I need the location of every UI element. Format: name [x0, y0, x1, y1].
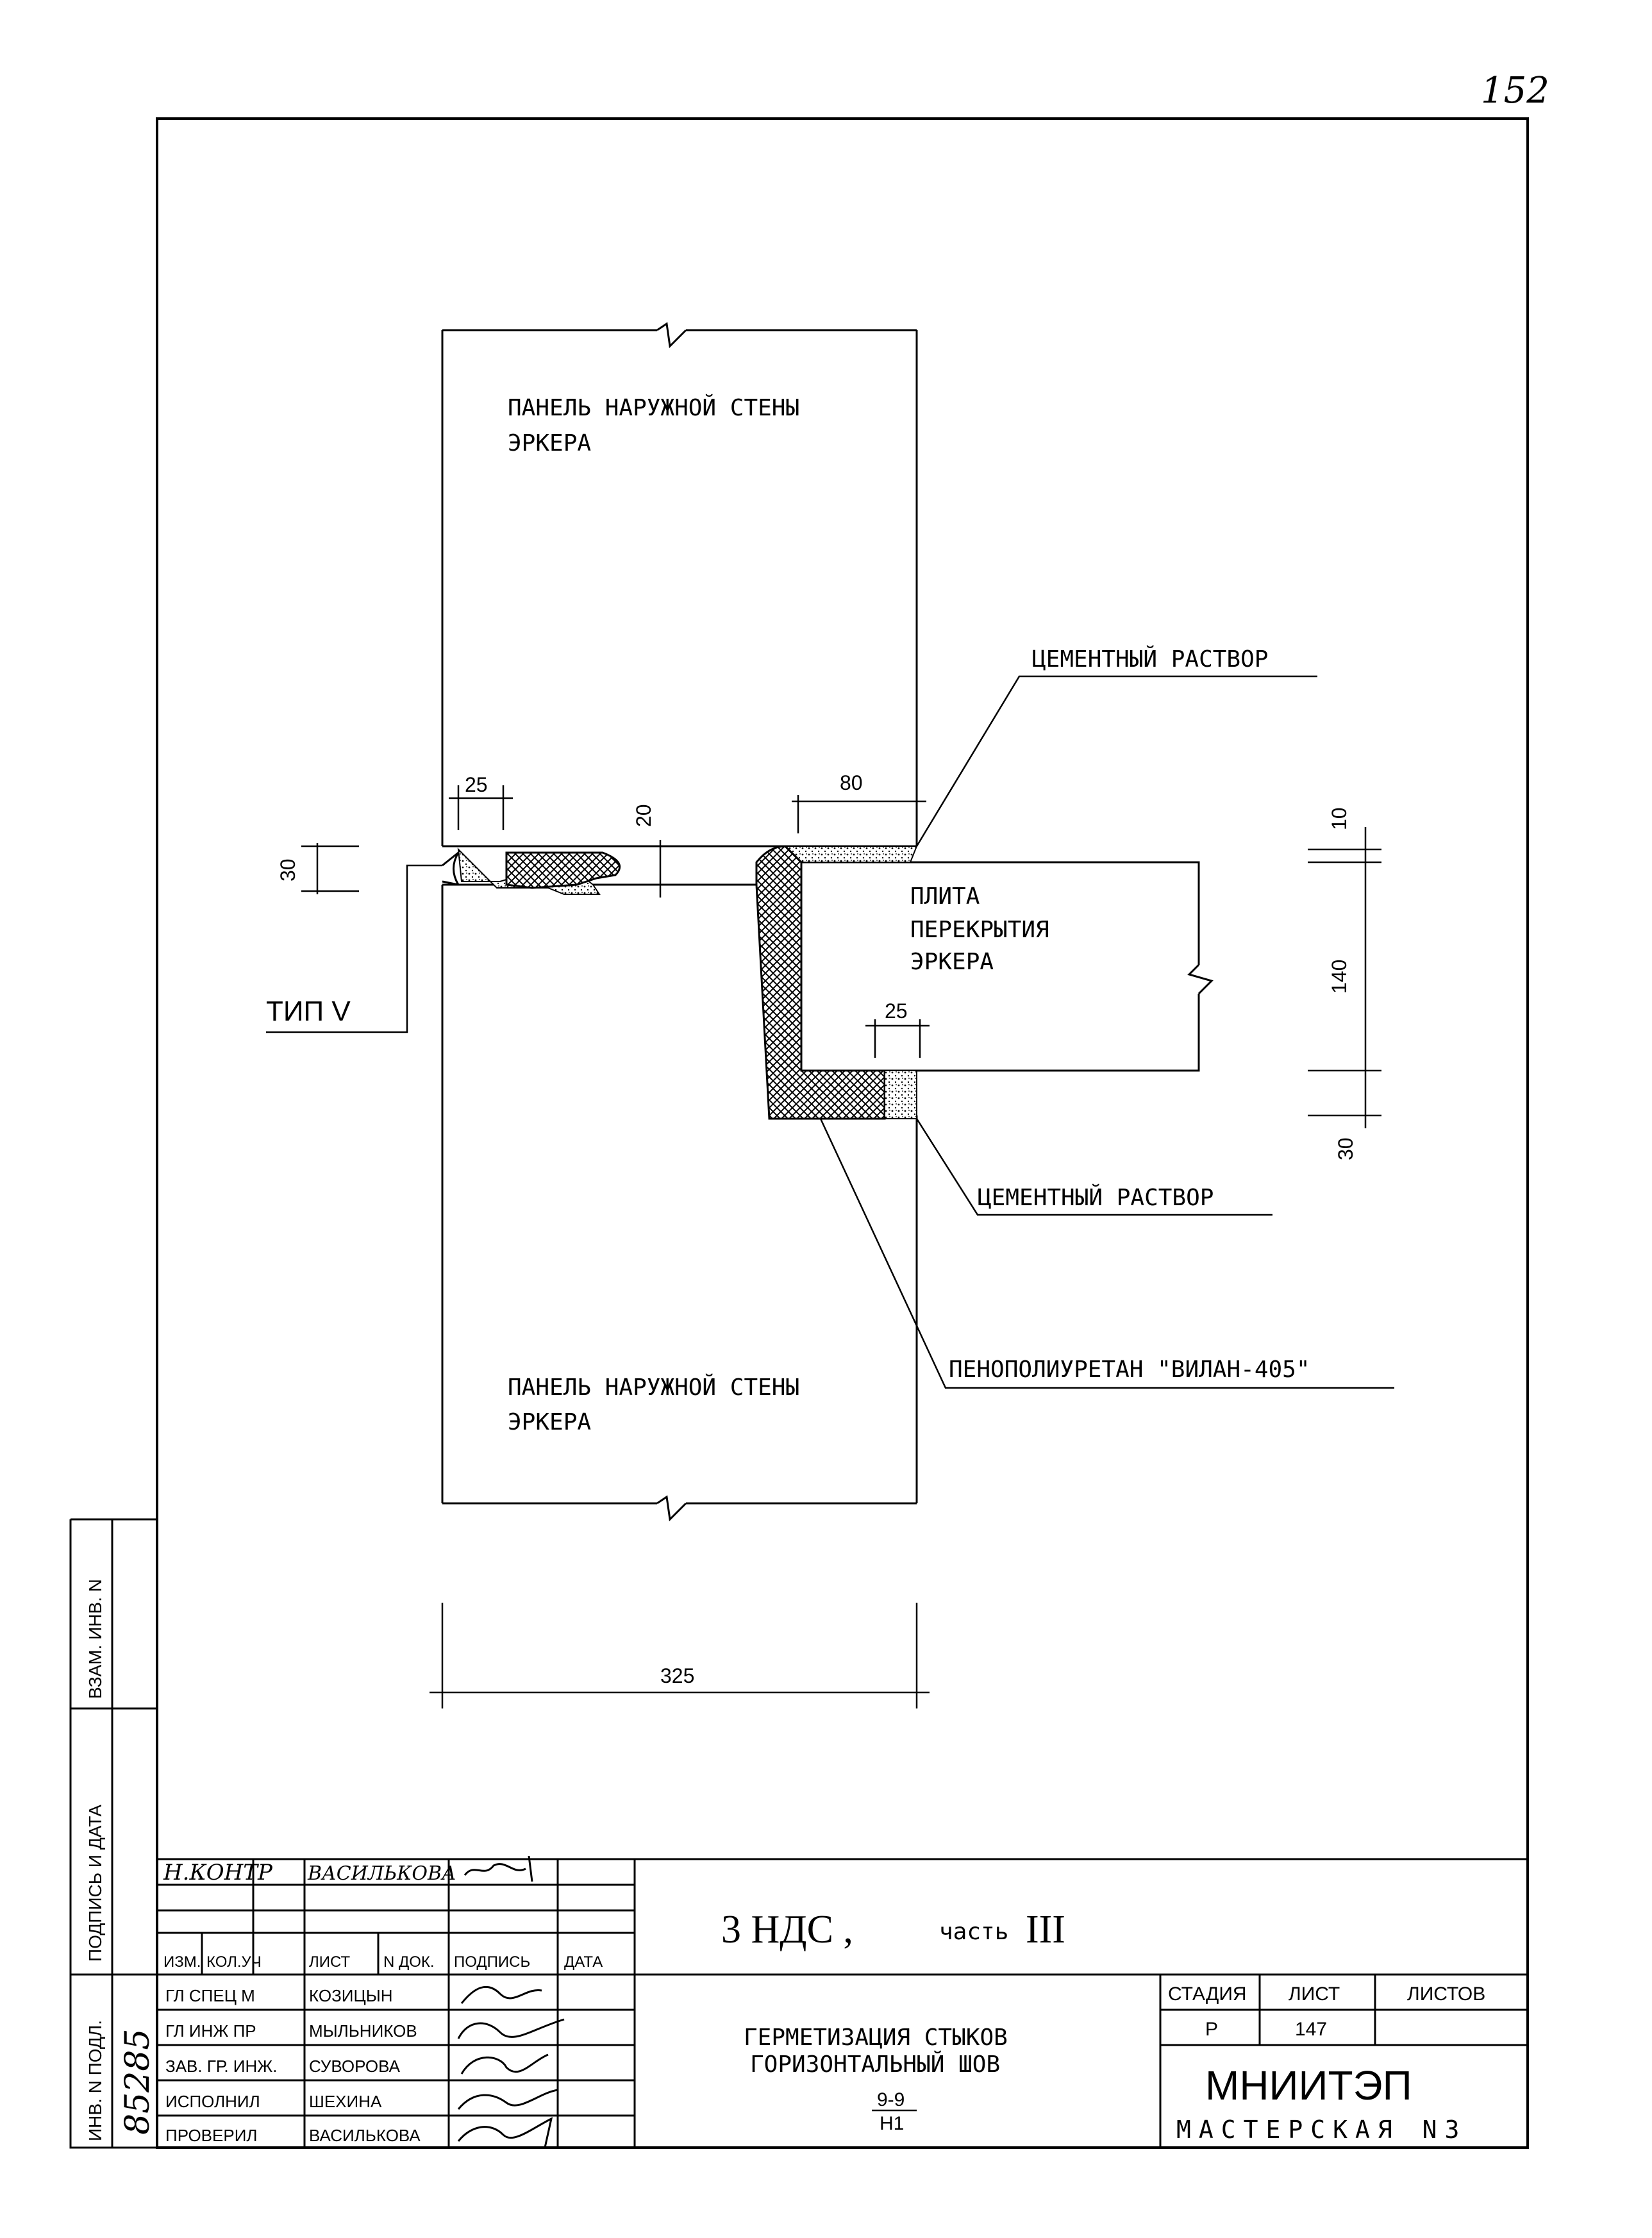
header-n-dok: N ДОК.	[383, 1953, 435, 1971]
panel-top-label-2: ЭРКЕРА	[508, 430, 591, 456]
callout-cement-bottom: ЦЕМЕНТНЫЙ РАСТВОР	[978, 1184, 1214, 1211]
callout-foam: ПЕНОПОЛИУРЕТАН "ВИЛАН-405"	[949, 1357, 1310, 1383]
row-role-4: ИСПОЛНИЛ	[165, 2092, 260, 2111]
leader-lines	[266, 675, 1394, 1389]
break-mark-top	[656, 322, 687, 349]
signatures	[457, 1855, 565, 2148]
dim-80: 80	[840, 771, 863, 794]
n-kontr-role: Н.КОНТР	[163, 1860, 273, 1885]
callout-type: ТИП V	[266, 996, 351, 1027]
side-vzam-inv: ВЗАМ. ИНВ. N	[85, 1579, 105, 1699]
leader-foam	[819, 1118, 1394, 1389]
sheet-value: 147	[1295, 2019, 1327, 2040]
side-inv-number: 85285	[119, 2029, 157, 2135]
leader-cement-top	[915, 675, 1317, 847]
side-stamp	[69, 1518, 157, 2149]
bottom-wall-panel	[441, 885, 918, 1505]
joint-drawing	[441, 322, 1214, 1522]
section-mark-top: 9-9	[877, 2089, 905, 2110]
row-name-5: ВАСИЛЬКОВА	[309, 2126, 421, 2145]
side-inv-podl: ИНВ. N ПОДЛ.	[85, 2020, 105, 2141]
row-name-2: МЫЛЬНИКОВ	[309, 2021, 417, 2041]
break-mark-slab	[1187, 964, 1214, 995]
panel-bottom-label-2: ЭРКЕРА	[508, 1409, 591, 1435]
header-list: ЛИСТ	[309, 1953, 351, 1971]
panel-top-label-1: ПАНЕЛЬ НАРУЖНОЙ СТЕНЫ	[508, 394, 799, 421]
drawing-title-2: ГОРИЗОНТАЛЬНЫЙ ШОВ	[750, 2051, 1000, 2078]
dim-325: 325	[660, 1664, 694, 1687]
sheets-label: ЛИСТОВ	[1407, 1983, 1485, 2005]
row-role-5: ПРОВЕРИЛ	[165, 2126, 257, 2145]
row-name-1: КОЗИЦЫН	[309, 1986, 393, 2005]
dim-20: 20	[632, 804, 655, 827]
header-podpis: ПОДПИСЬ	[454, 1953, 530, 1971]
stage-value: Р	[1205, 2019, 1218, 2040]
page-number: 152	[1481, 70, 1549, 112]
callout-cement-top: ЦЕМЕНТНЫЙ РАСТВОР	[1032, 646, 1268, 672]
leader-cement-bottom	[915, 1118, 1272, 1216]
title-block-grid	[156, 1858, 1529, 2149]
n-kontr-name: ВАСИЛЬКОВА	[307, 1862, 456, 1885]
row-role-1: ГЛ СПЕЦ М	[165, 1986, 255, 2005]
dimension-values: 25 80 20 30 25 10 140 30 325	[276, 771, 1357, 1687]
leader-type	[266, 864, 442, 1033]
row-name-4: ШЕХИНА	[309, 2092, 382, 2111]
drawing-labels: ПАНЕЛЬ НАРУЖНОЙ СТЕНЫ ЭРКЕРА ПАНЕЛЬ НАРУ…	[266, 394, 1310, 1435]
dim-30-left: 30	[276, 858, 299, 881]
row-name-3: СУВОРОВА	[309, 2057, 401, 2076]
panel-bottom-label-1: ПАНЕЛЬ НАРУЖНОЙ СТЕНЫ	[508, 1374, 799, 1401]
section-mark-bottom: Н1	[880, 2113, 904, 2134]
project-code: 3 НДС ,	[721, 1908, 853, 1951]
header-data: ДАТА	[564, 1953, 603, 1971]
project-part-label: часть	[939, 1919, 1008, 1945]
header-izm: ИЗМ.	[163, 1953, 201, 1971]
row-role-3: ЗАВ. ГР. ИНЖ.	[165, 2057, 277, 2076]
side-podpis-data: ПОДПИСЬ И ДАТА	[85, 1805, 105, 1962]
joint-notch	[442, 851, 460, 886]
dimension-lines	[301, 785, 1381, 1708]
polyurethane-foam	[755, 845, 886, 1120]
project-part-number: III	[1026, 1908, 1065, 1951]
org-name: МНИИТЭП	[1205, 2062, 1412, 2109]
sheet-frame	[156, 117, 1529, 2149]
sealant-hatch	[505, 851, 621, 889]
title-block-text: Н.КОНТР ВАСИЛЬКОВА ИЗМ. КОЛ.УЧ ЛИСТ N ДО…	[163, 1855, 1485, 2148]
org-unit: МАСТЕРСКАЯ N3	[1176, 2116, 1467, 2144]
cement-mortar-bottom	[884, 1070, 917, 1119]
floor-slab	[800, 861, 1200, 1072]
top-wall-panel	[441, 329, 918, 848]
slab-label-3: ЭРКЕРА	[910, 949, 994, 975]
drawing-title-1: ГЕРМЕТИЗАЦИЯ СТЫКОВ	[744, 2025, 1008, 2051]
dim-25-left: 25	[465, 773, 488, 796]
sheet-label: ЛИСТ	[1289, 1983, 1340, 2005]
dim-10: 10	[1328, 807, 1351, 830]
dim-30-right: 30	[1334, 1137, 1357, 1160]
slab-label-1: ПЛИТА	[910, 883, 980, 910]
header-kol-uch: КОЛ.УЧ	[206, 1953, 262, 1971]
row-role-2: ГЛ ИНЖ ПР	[165, 2021, 256, 2041]
slab-label-2: ПЕРЕКРЫТИЯ	[910, 917, 1049, 943]
dim-140: 140	[1328, 960, 1351, 994]
dim-25-slab: 25	[885, 999, 908, 1023]
break-mark-bottom	[656, 1495, 687, 1522]
stage-label: СТАДИЯ	[1168, 1983, 1247, 2005]
